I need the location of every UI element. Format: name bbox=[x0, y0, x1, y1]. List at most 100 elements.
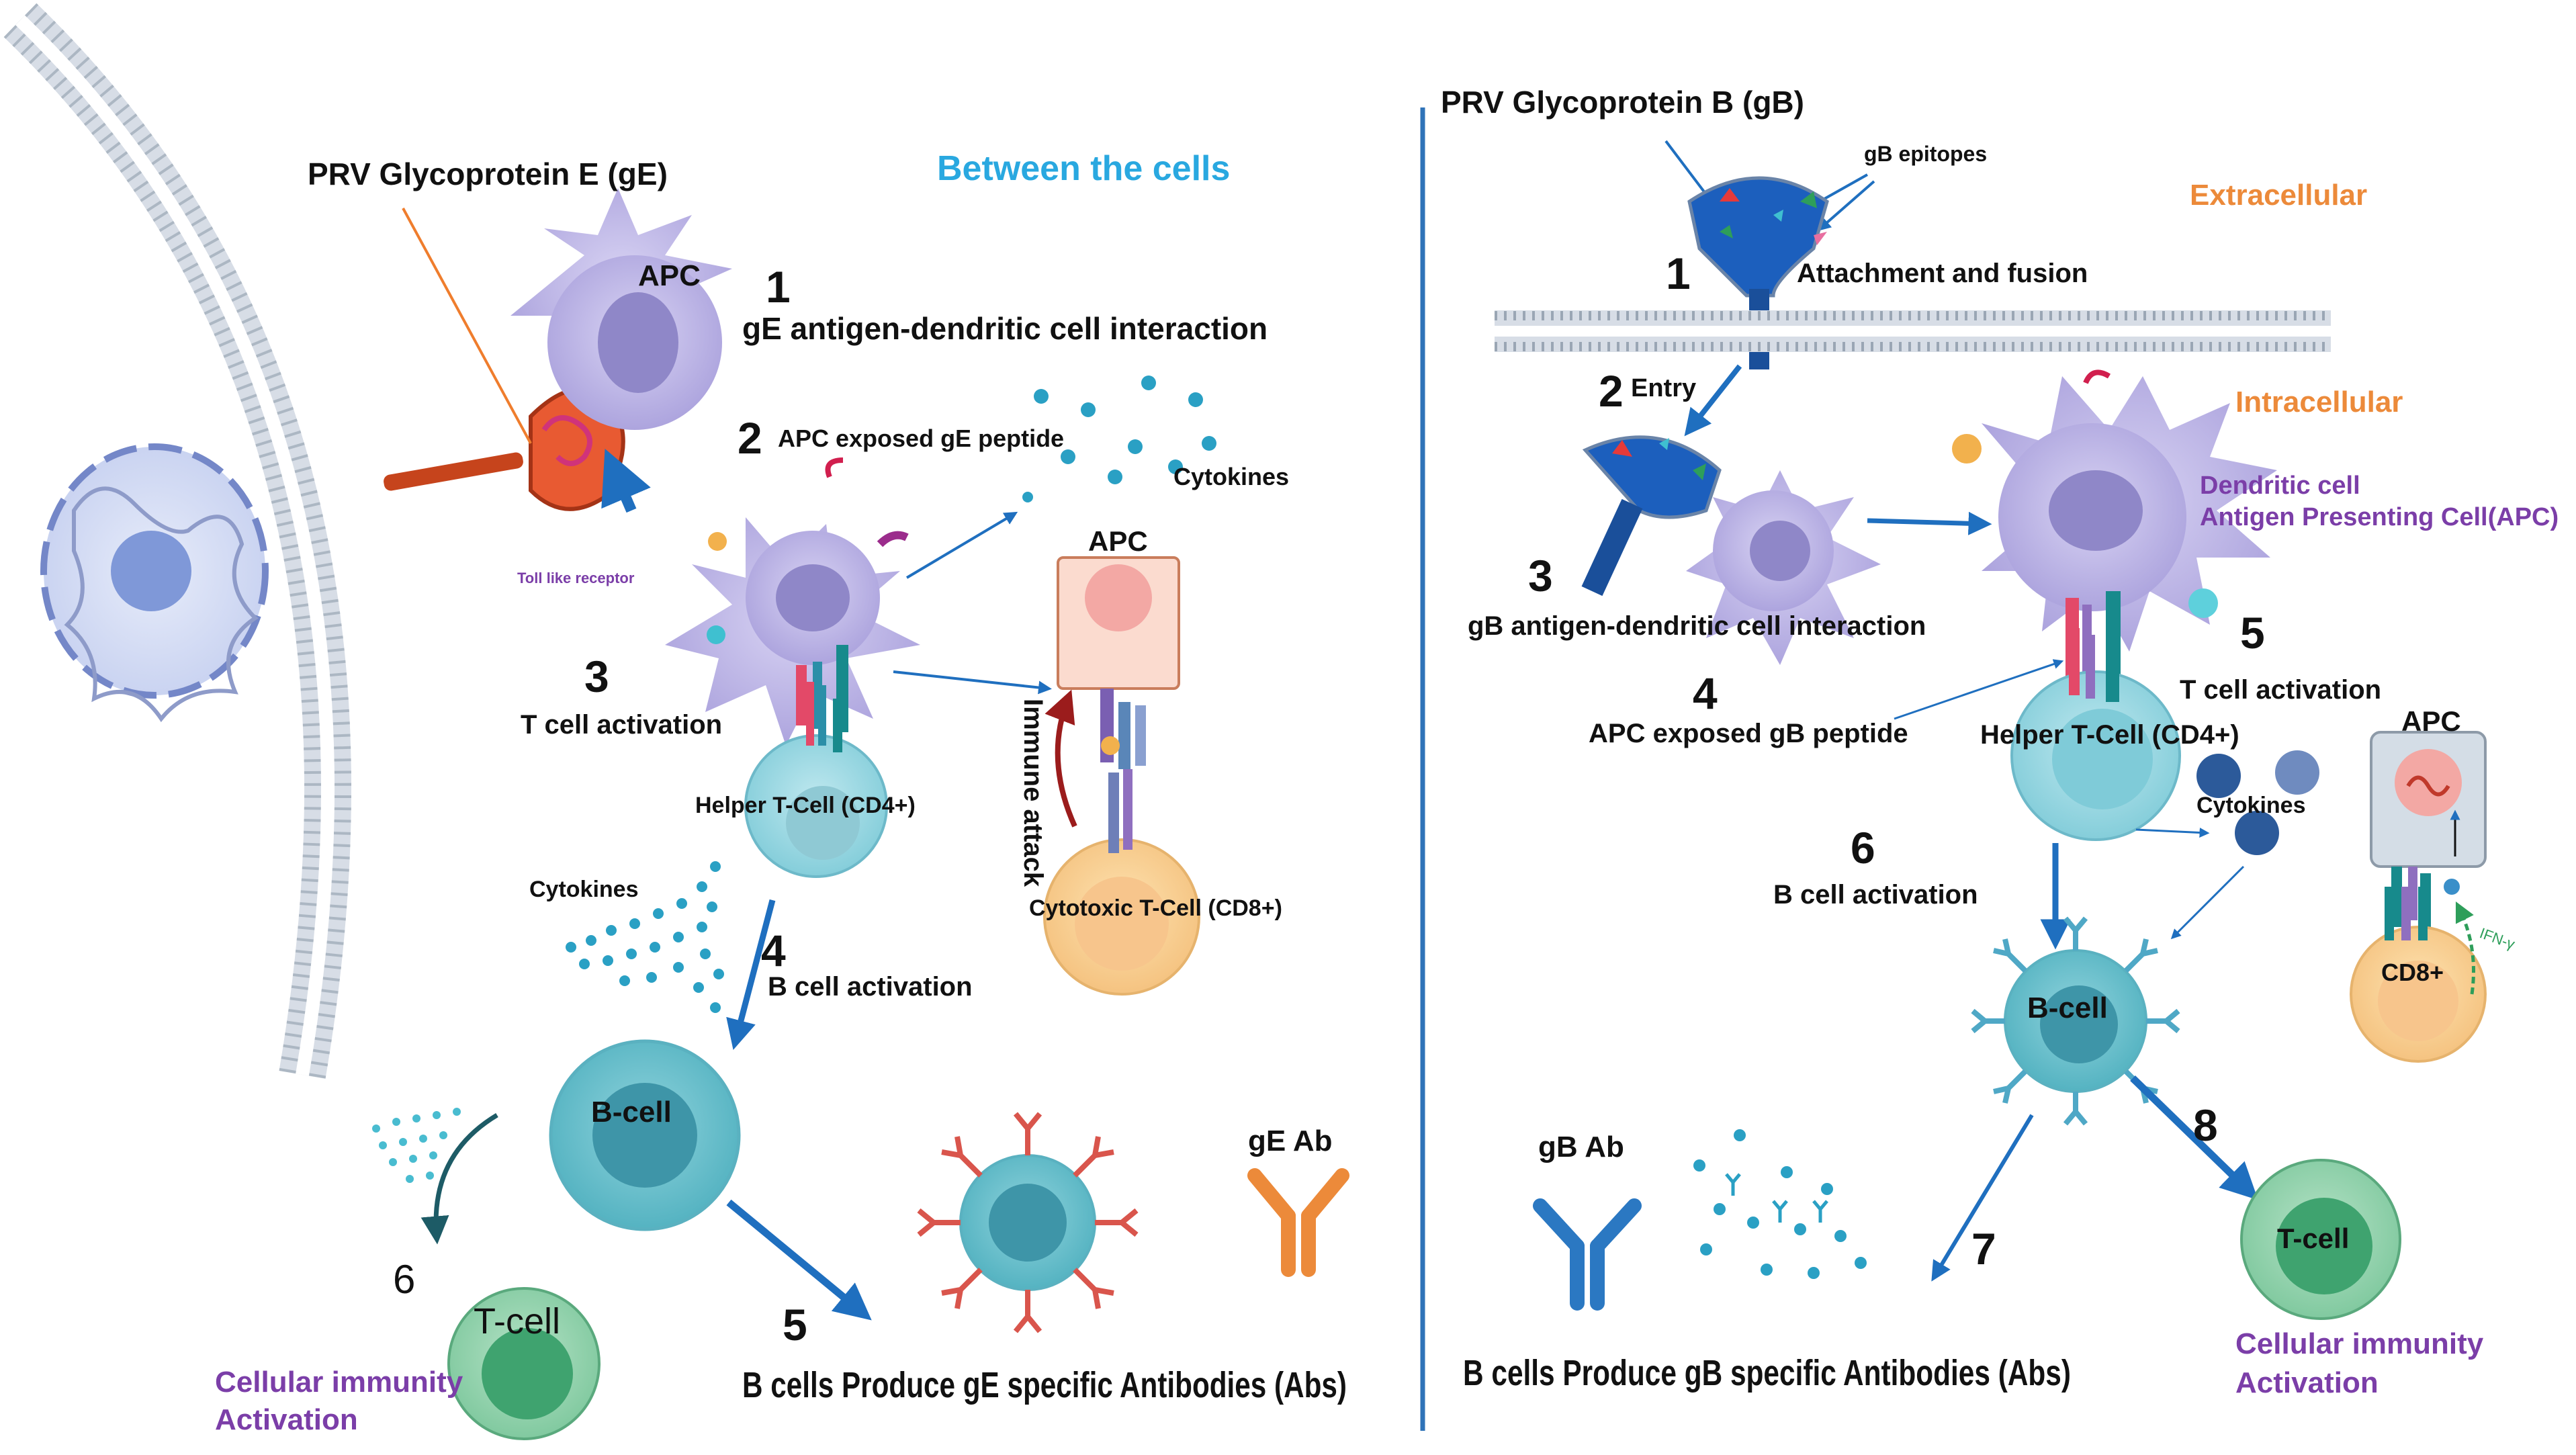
immune-attack-label: Immune attack bbox=[1018, 699, 1048, 887]
left-step4-number: 4 bbox=[761, 926, 786, 975]
right-step1-number: 1 bbox=[1666, 249, 1691, 298]
epitope-pointer-2 bbox=[1817, 180, 1875, 231]
t-cell-left-label: T-cell bbox=[474, 1301, 560, 1341]
b-cell-with-antibodies-left bbox=[917, 1112, 1139, 1333]
apc-top-cell bbox=[510, 188, 732, 430]
cd8-cell bbox=[2350, 887, 2487, 1063]
ifn-label: IFN-γ bbox=[2477, 924, 2517, 953]
apc-top-label: APC bbox=[638, 259, 701, 292]
cytokine-spheres-right bbox=[2196, 750, 2319, 855]
left-cellular-immunity-line2: Activation bbox=[215, 1403, 358, 1436]
between-cells-title: Between the cells bbox=[937, 149, 1230, 188]
left-produce-label: B cells Produce gE specific Antibodies (… bbox=[742, 1365, 1347, 1405]
right-step5-label: T cell activation bbox=[2180, 675, 2381, 705]
right-step3-number: 3 bbox=[1528, 551, 1553, 601]
right-step4-number: 4 bbox=[1693, 668, 1718, 718]
cytokine-spray-left bbox=[372, 1108, 461, 1183]
gb-dendritic-complex bbox=[1581, 435, 1881, 665]
right-panel: PRV Glycoprotein B (gB) gB epitopes Extr… bbox=[1441, 85, 2559, 1399]
cd8-label: CD8+ bbox=[2381, 959, 2444, 986]
t-cell-left bbox=[447, 1287, 601, 1440]
right-step5-number: 5 bbox=[2240, 608, 2265, 658]
prv-ge-label: PRV Glycoprotein E (gE) bbox=[308, 157, 668, 191]
left-step2-label: APC exposed gE peptide bbox=[778, 425, 1064, 452]
antibody-scatter-right bbox=[1693, 1129, 1867, 1279]
right-produce-label: B cells Produce gB specific Antibodies (… bbox=[1463, 1353, 2071, 1393]
cytokines-right-label: Cytokines bbox=[1173, 463, 1289, 490]
b-cell-left bbox=[549, 1039, 741, 1231]
entry-arrow bbox=[1684, 364, 1742, 437]
helper-t-cell-right bbox=[2010, 628, 2181, 841]
intracellular-label: Intracellular bbox=[2235, 386, 2403, 418]
peptide-pointer bbox=[1894, 659, 2064, 720]
prv-gb-label: PRV Glycoprotein B (gB) bbox=[1441, 85, 1804, 120]
cell-membrane-band bbox=[1495, 310, 2331, 352]
entry-label: Entry bbox=[1631, 374, 1696, 402]
ifn-arrow bbox=[2455, 901, 2475, 995]
arrow-to-tcell-right bbox=[2130, 1075, 2258, 1200]
extracellular-label: Extracellular bbox=[2190, 179, 2367, 212]
t-cell-right-label: T-cell bbox=[2277, 1223, 2349, 1254]
toll-like-receptor-label: Toll like receptor bbox=[517, 570, 635, 586]
left-step1-number: 1 bbox=[766, 262, 791, 312]
dendritic-cell-right bbox=[1952, 369, 2277, 685]
right-step8-number: 8 bbox=[2193, 1100, 2218, 1150]
right-cellular-immunity-line1: Cellular immunity bbox=[2235, 1327, 2484, 1360]
cytokine-dots-left bbox=[566, 861, 724, 1013]
dendritic-cell-label: Dendritic cell bbox=[2200, 472, 2360, 500]
b-cell-right-label: B-cell bbox=[2027, 991, 2108, 1024]
apc-box-label: APC bbox=[1088, 525, 1148, 557]
cytotoxic-t-cell bbox=[1043, 769, 1200, 996]
right-step4-label: APC exposed gB peptide bbox=[1589, 719, 1908, 748]
helper-t-cell-left bbox=[744, 682, 888, 878]
arrow-to-antibodies-right bbox=[1931, 1114, 2034, 1282]
toll-arrow bbox=[601, 448, 651, 513]
right-step6-number: 6 bbox=[1851, 823, 1875, 873]
left-step4-label: B cell activation bbox=[768, 972, 973, 1002]
left-step3-number: 3 bbox=[584, 652, 609, 701]
right-step2-number: 2 bbox=[1599, 366, 1624, 416]
right-step3-label: gB antigen-dendritic cell interaction bbox=[1468, 611, 1926, 641]
cytokine-dots-top bbox=[1022, 376, 1216, 502]
immune-attack-arrow bbox=[1045, 689, 1077, 828]
arrow-cytokines-to-bcell bbox=[2170, 865, 2245, 940]
arrow-to-dendritic bbox=[1867, 511, 1992, 535]
host-cell-nucleus bbox=[40, 443, 269, 723]
arrow-to-apc-box bbox=[893, 670, 1052, 695]
arc-arrow-to-tcell bbox=[420, 1112, 498, 1245]
arrow-to-cytokines bbox=[905, 511, 1018, 579]
attachment-label: Attachment and fusion bbox=[1797, 259, 2088, 288]
cytokines-right-panel-label: Cytokines bbox=[2196, 793, 2306, 818]
right-cellular-immunity-line2: Activation bbox=[2235, 1366, 2379, 1399]
cytotoxic-t-cell-label: Cytotoxic T-Cell (CD8+) bbox=[1029, 895, 1282, 921]
arrow-to-cytokines-right bbox=[2135, 828, 2210, 838]
apc-full-label: Antigen Presenting Cell(APC) bbox=[2200, 503, 2559, 531]
b-cell-right bbox=[1971, 916, 2180, 1126]
apc-dendritic-left bbox=[665, 457, 920, 746]
arrow-to-antibodies-left bbox=[726, 1199, 872, 1321]
ge-antibody-icon bbox=[1247, 1168, 1349, 1277]
apc-box-cell bbox=[1057, 556, 1180, 769]
left-step1-label: gE antigen-dendritic cell interaction bbox=[742, 311, 1268, 346]
cell-membrane-arc bbox=[3, 3, 351, 1079]
gb-antibody-icon bbox=[1533, 1198, 1642, 1311]
left-step6-number: 6 bbox=[393, 1257, 415, 1302]
helper-t-cell-right-label: Helper T-Cell (CD4+) bbox=[1980, 720, 2239, 750]
right-step7-number: 7 bbox=[1971, 1224, 1996, 1274]
left-step2-number: 2 bbox=[738, 413, 762, 463]
b-cell-left-label: B-cell bbox=[591, 1096, 672, 1129]
arrow-to-bcell-left bbox=[726, 899, 776, 1051]
left-panel: PRV Glycoprotein E (gE) Between the cell… bbox=[3, 3, 1349, 1440]
right-step6-label: B cell activation bbox=[1773, 880, 1978, 910]
left-step5-number: 5 bbox=[783, 1300, 807, 1350]
ge-pointer-line bbox=[402, 208, 532, 444]
helper-t-cell-left-label: Helper T-Cell (CD4+) bbox=[695, 793, 916, 818]
apc-small-label: APC bbox=[2401, 705, 2461, 737]
gb-epitopes-label: gB epitopes bbox=[1864, 142, 1987, 166]
gb-ab-label: gB Ab bbox=[1538, 1131, 1624, 1163]
left-step3-label: T cell activation bbox=[521, 710, 722, 740]
cytokines-left-label: Cytokines bbox=[529, 877, 639, 902]
ge-ab-label: gE Ab bbox=[1248, 1125, 1332, 1157]
left-cellular-immunity-line1: Cellular immunity bbox=[215, 1366, 463, 1399]
